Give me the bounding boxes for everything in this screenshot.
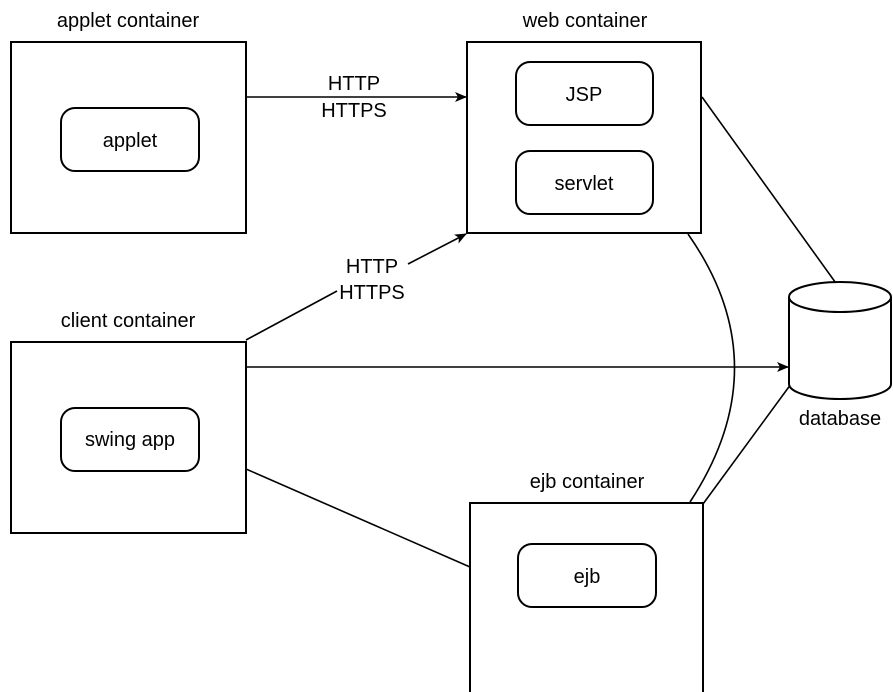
edge-client-to-ejb bbox=[245, 468, 471, 568]
applet-component-label: applet bbox=[103, 130, 158, 152]
client-container: client container swing app bbox=[10, 310, 247, 534]
swing-app-component-label: swing app bbox=[85, 429, 175, 451]
edge-client-to-web-upper bbox=[407, 233, 467, 265]
database: database bbox=[788, 281, 892, 430]
client-container-label: client container bbox=[61, 310, 196, 332]
ejb-component-label: ejb bbox=[574, 566, 601, 588]
applet-web-protocol-http: HTTP bbox=[328, 73, 380, 95]
edge-client-to-web-lower bbox=[245, 290, 338, 341]
servlet-component bbox=[515, 150, 654, 215]
jsp-component bbox=[515, 61, 654, 126]
edge-web-to-database bbox=[701, 96, 839, 287]
database-cylinder-icon bbox=[788, 297, 892, 400]
client-web-protocol-https: HTTPS bbox=[339, 282, 405, 304]
edge-web-to-ejb-arc bbox=[687, 233, 736, 503]
swing-app-component bbox=[60, 407, 200, 472]
applet-web-protocol-https: HTTPS bbox=[321, 100, 387, 122]
applet-container-label: applet container bbox=[57, 10, 200, 32]
applet-container: applet container applet bbox=[10, 10, 247, 234]
jsp-component-label: JSP bbox=[566, 84, 603, 106]
web-container-label: web container bbox=[522, 10, 648, 32]
ejb-container-label: ejb container bbox=[530, 471, 645, 493]
client-web-protocol-http: HTTP bbox=[346, 256, 398, 278]
database-label: database bbox=[799, 408, 881, 430]
database-cylinder-top bbox=[788, 281, 892, 313]
applet-component bbox=[60, 107, 200, 172]
web-container: web container JSP servlet bbox=[466, 10, 702, 234]
edge-ejb-to-database bbox=[702, 383, 792, 505]
ejb-component bbox=[517, 543, 657, 608]
ejb-container: ejb container ejb bbox=[469, 471, 704, 692]
servlet-component-label: servlet bbox=[555, 173, 614, 195]
